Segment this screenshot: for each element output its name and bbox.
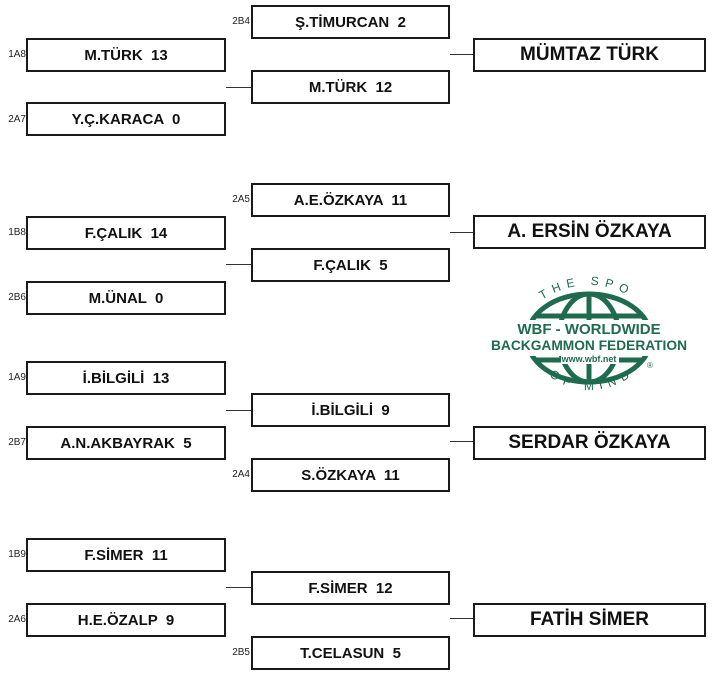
seed-label: 2A5 <box>232 194 250 205</box>
match-slot: F.SİMER 12 <box>251 571 450 605</box>
bracket-connector <box>450 232 473 233</box>
winner-box: SERDAR ÖZKAYA <box>473 426 706 460</box>
match-slot: S.ÖZKAYA 11 <box>251 458 450 492</box>
bracket-connector <box>226 410 251 411</box>
bracket-connector <box>450 54 473 55</box>
match-slot: İ.BİLGİLİ 13 <box>26 361 226 395</box>
logo-bottom-arc: OF MIND <box>547 365 636 394</box>
seed-label: 2B7 <box>8 437 26 448</box>
match-slot: F.SİMER 11 <box>26 538 226 572</box>
seed-label: 2A6 <box>8 614 26 625</box>
logo-url: www.wbf.net <box>561 354 617 364</box>
match-slot: M.TÜRK 13 <box>26 38 226 72</box>
match-slot: A.E.ÖZKAYA 11 <box>251 183 450 217</box>
winner-box: MÜMTAZ TÜRK <box>473 38 706 72</box>
seed-label: 1B9 <box>8 549 26 560</box>
seed-label: 2A4 <box>232 469 250 480</box>
seed-label: 2B6 <box>8 292 26 303</box>
seed-label: 1B8 <box>8 227 26 238</box>
match-slot: M.TÜRK 12 <box>251 70 450 104</box>
match-slot: İ.BİLGİLİ 9 <box>251 393 450 427</box>
match-slot: H.E.ÖZALP 9 <box>26 603 226 637</box>
match-slot: F.ÇALIK 5 <box>251 248 450 282</box>
bracket-connector <box>226 264 251 265</box>
seed-label: 2A7 <box>8 114 26 125</box>
bracket-connector <box>450 441 473 442</box>
match-slot: Y.Ç.KARACA 0 <box>26 102 226 136</box>
logo-line1: WBF - WORLDWIDE <box>517 321 660 338</box>
seed-label: 2B5 <box>232 647 250 658</box>
seed-label: 1A9 <box>8 372 26 383</box>
seed-label: 2B4 <box>232 16 250 27</box>
match-slot: Ş.TİMURCAN 2 <box>251 5 450 39</box>
match-slot: F.ÇALIK 14 <box>26 216 226 250</box>
match-slot: A.N.AKBAYRAK 5 <box>26 426 226 460</box>
winner-box: A. ERSİN ÖZKAYA <box>473 215 706 249</box>
bracket-connector <box>226 587 251 588</box>
seed-label: 1A8 <box>8 49 26 60</box>
match-slot: M.ÜNAL 0 <box>26 281 226 315</box>
bracket-connector <box>226 87 251 88</box>
bracket-connector <box>450 618 473 619</box>
winner-box: FATİH SİMER <box>473 603 706 637</box>
match-slot: T.CELASUN 5 <box>251 636 450 670</box>
registered-mark: ® <box>647 361 653 370</box>
wbf-logo: THE SPORT OF MIND WBF - WORLDWIDE BACKGA… <box>487 272 687 394</box>
logo-line2: BACKGAMMON FEDERATION <box>491 337 687 353</box>
